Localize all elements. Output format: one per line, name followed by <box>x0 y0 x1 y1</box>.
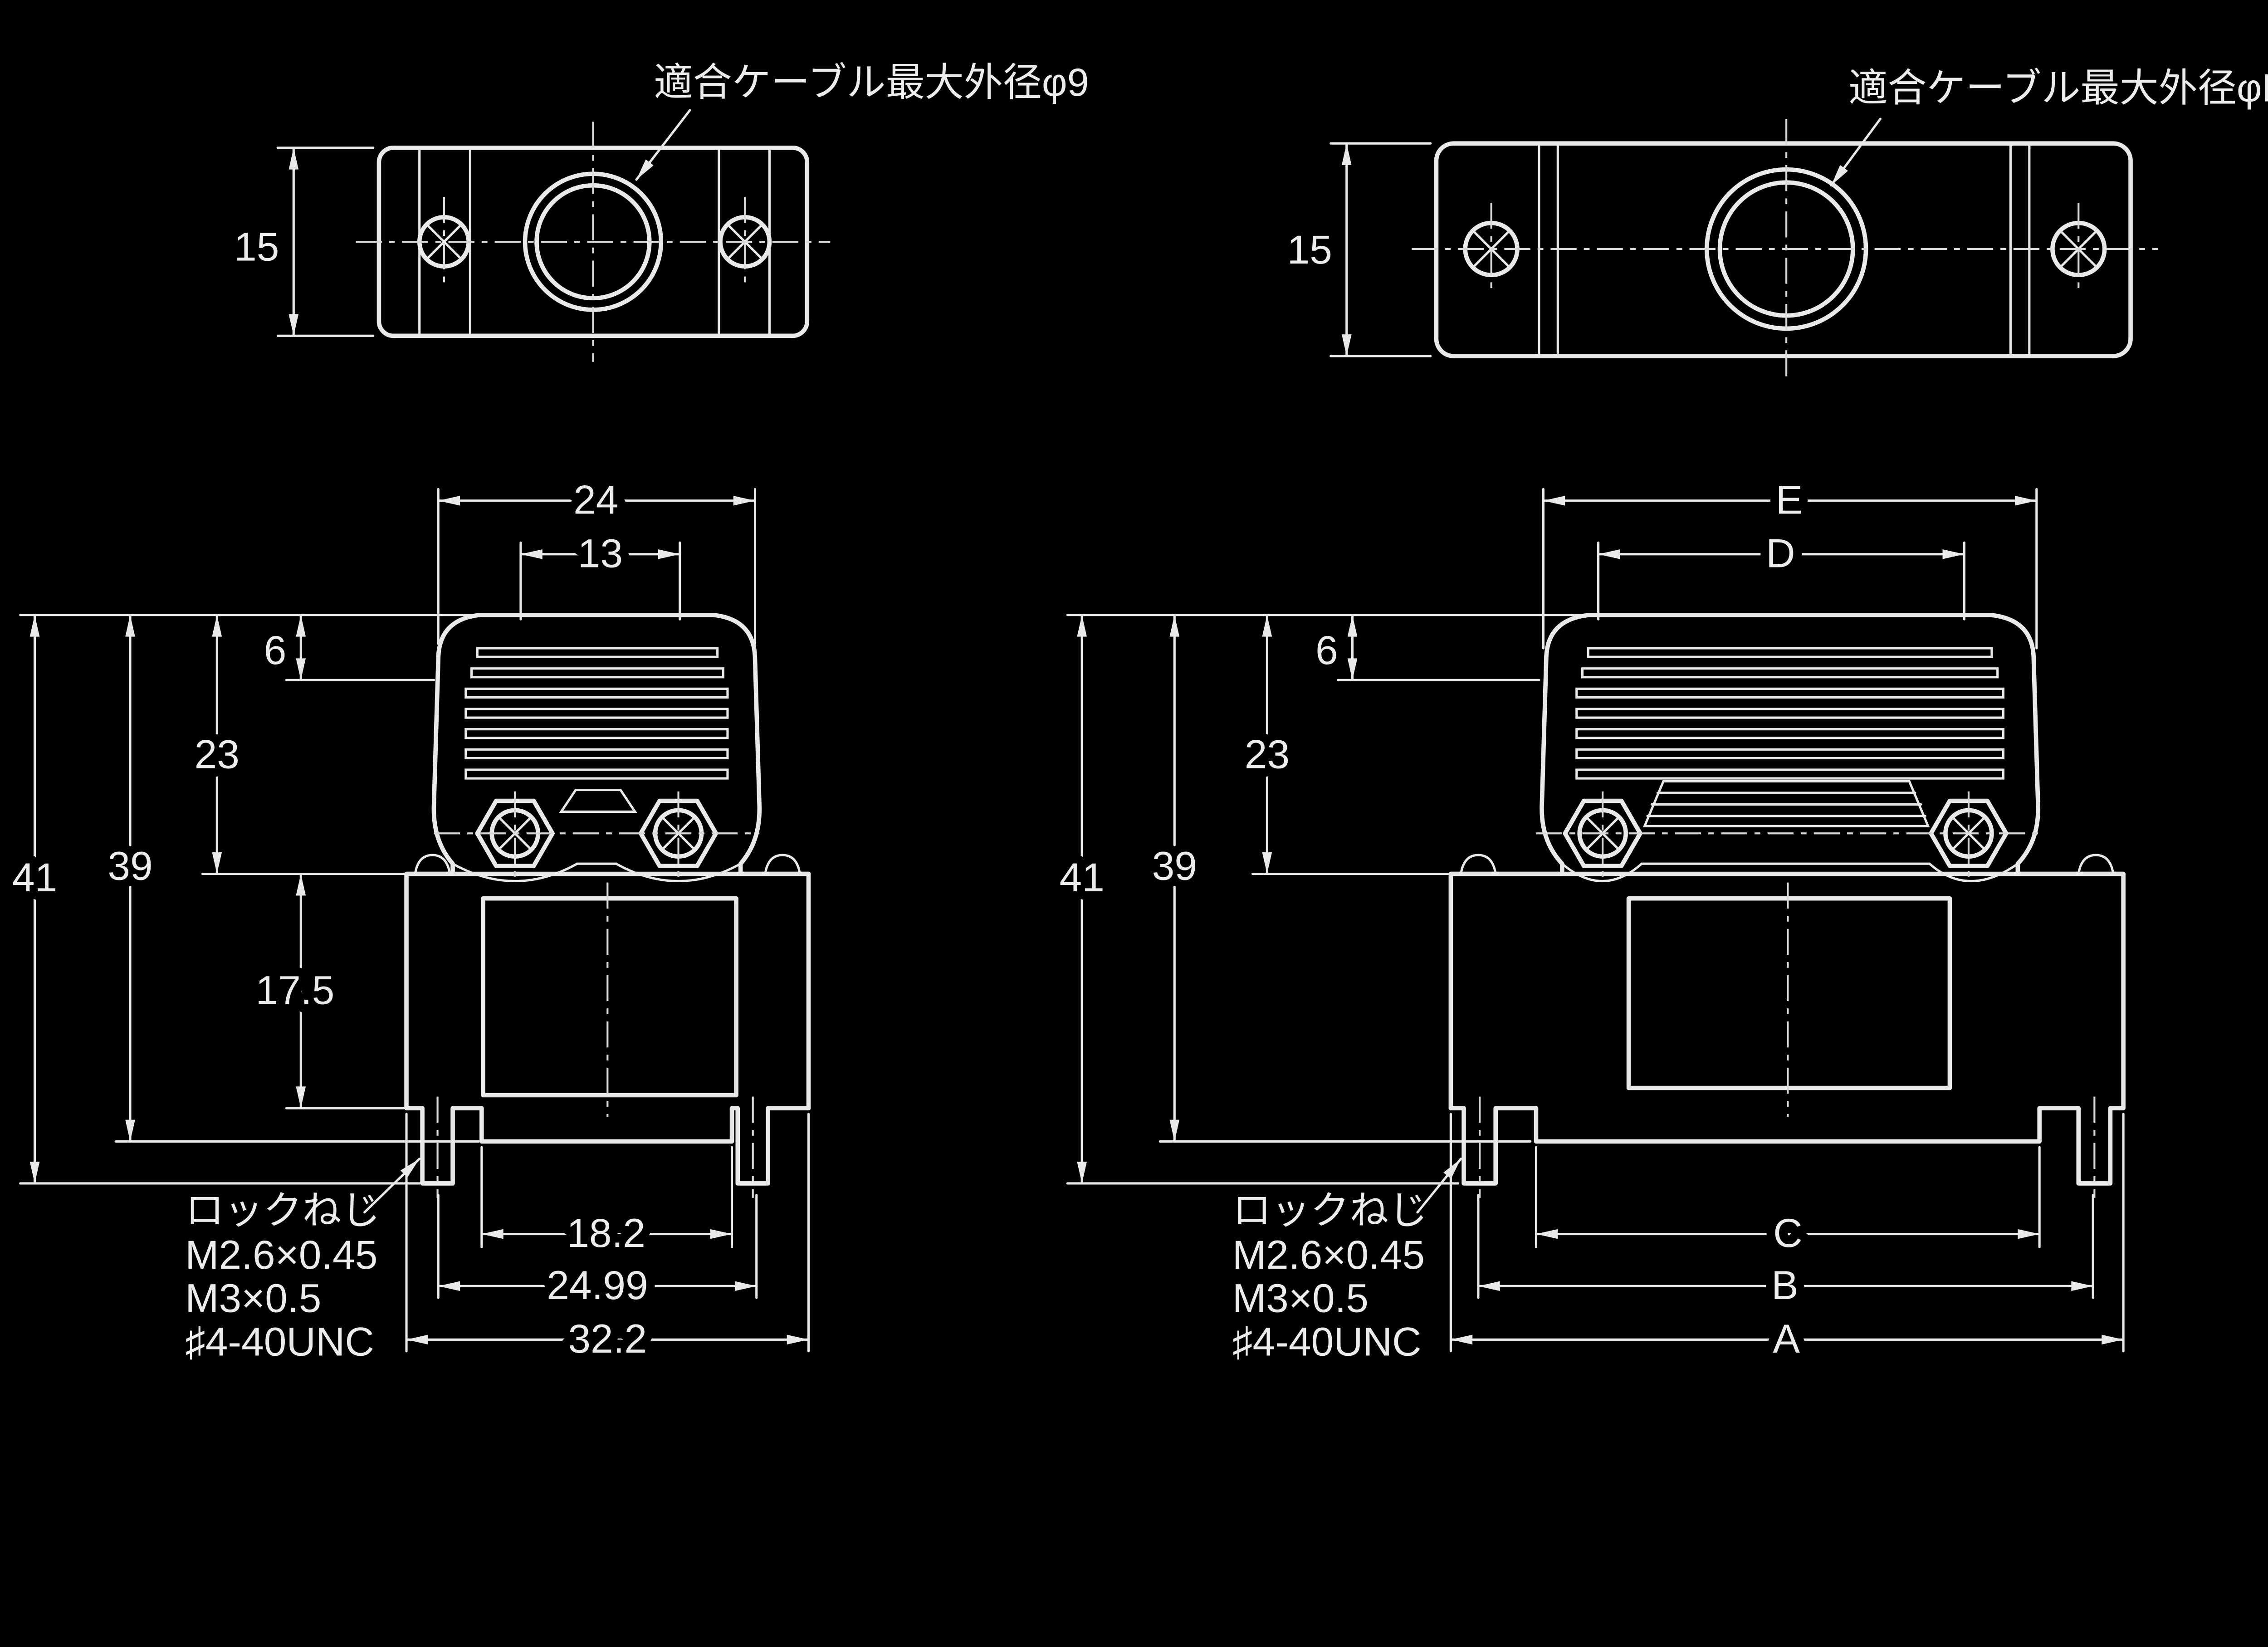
vent-slots <box>464 647 729 780</box>
dim-label-flange-width-left: 24.99 <box>547 1262 648 1308</box>
technical-drawing-canvas: 15 適合ケーブル最大外径φ9 <box>4 60 2268 1370</box>
dimension-lines-right <box>1077 495 2124 1345</box>
body-corner-bumps <box>414 854 801 875</box>
dim-label-overall-height-left: 41 <box>12 855 57 900</box>
hood-center-detail <box>559 789 637 813</box>
body-outline <box>1448 871 2126 1186</box>
right-top-view-dim-15: 15 <box>1287 142 1432 357</box>
hood-scallops <box>451 862 742 883</box>
lock-screw-title-right: ロックねじ <box>1232 1189 1427 1232</box>
hood-outline <box>1540 612 2040 876</box>
left-front-dimensions: 24 13 6 23 41 39 17.5 18.2 24.99 32.2 <box>4 468 810 1370</box>
right-cable-note: 適合ケーブル最大外径φF <box>1830 67 2268 187</box>
dim-label-opening-width-right: C <box>1773 1210 1802 1256</box>
cable-note-label-right: 適合ケーブル最大外径φF <box>1848 67 2268 110</box>
right-front-centerlines <box>1479 791 2096 1198</box>
dim-label-body-height-left: 39 <box>108 843 152 888</box>
left-connector-drawing: 15 適合ケーブル最大外径φ9 <box>4 61 1089 1370</box>
right-top-view: 15 適合ケーブル最大外径φF <box>1287 67 2268 379</box>
dim-label-overall-width-right: A <box>1773 1316 1800 1361</box>
right-lock-screw-note: ロックねじ M2.6×0.45 M3×0.5 ♯4-40UNC <box>1232 1158 1462 1364</box>
extension-lines-right <box>1066 488 2125 1353</box>
left-cable-note: 適合ケーブル最大外径φ9 <box>635 61 1089 181</box>
body-outline <box>404 871 811 1186</box>
lock-screw-spec2-right: M3×0.5 <box>1232 1276 1369 1321</box>
dim-label-top-inner-width-right: D <box>1766 531 1795 576</box>
dim-label-lower-height-left: 17.5 <box>256 968 335 1013</box>
hood-scallops <box>1561 862 2019 883</box>
dim-label-opening-width-left: 18.2 <box>567 1210 645 1256</box>
dim-label-top-width-left: 24 <box>573 477 618 523</box>
body-corner-bumps <box>1460 854 2115 875</box>
left-top-view-dim-15: 15 <box>234 147 375 337</box>
dim-label-cap-height-right: 6 <box>1315 627 1338 673</box>
connector-dimension-drawing-page: 15 適合ケーブル最大外径φ9 <box>4 60 2268 1370</box>
lock-screw-spec3-right: ♯4-40UNC <box>1232 1319 1422 1364</box>
hood-outline <box>431 612 762 876</box>
hood-center-detail <box>1642 780 1930 827</box>
right-connector-drawing: 15 適合ケーブル最大外径φF <box>1051 67 2268 1370</box>
left-front-centerlines <box>434 791 760 1198</box>
lock-screw-spec2-left: M3×0.5 <box>185 1276 321 1321</box>
dim-label-flange-width-right: B <box>1771 1262 1799 1308</box>
lock-screw-spec1-right: M2.6×0.45 <box>1232 1232 1425 1277</box>
dim-label-hood-height-right: 23 <box>1245 732 1290 777</box>
connector-opening <box>481 896 738 1098</box>
dim-label-15-left: 15 <box>234 224 279 269</box>
dim-label-body-height-right: 39 <box>1152 843 1197 888</box>
left-top-view-centerlines <box>356 122 831 362</box>
dim-label-overall-width-left: 32.2 <box>568 1316 647 1361</box>
dim-label-overall-height-right: 41 <box>1060 855 1105 900</box>
dimension-lines-left <box>29 495 809 1345</box>
dim-label-hood-height-left: 23 <box>195 732 240 777</box>
vent-slots <box>1575 647 2005 780</box>
dim-label-top-width-right: E <box>1776 477 1803 523</box>
right-front-view <box>1448 612 2126 1198</box>
lock-screw-spec1-left: M2.6×0.45 <box>185 1232 377 1277</box>
left-top-view: 15 適合ケーブル最大外径φ9 <box>234 61 1089 362</box>
extension-lines-left <box>19 488 810 1353</box>
lock-screw-title-left: ロックねじ <box>185 1189 380 1232</box>
connector-opening <box>1626 896 1952 1090</box>
dim-label-cap-height-left: 6 <box>264 627 287 673</box>
cable-note-label-left: 適合ケーブル最大外径φ9 <box>654 61 1089 104</box>
lock-screw-leader-right <box>1416 1158 1462 1214</box>
cable-note-leader-left <box>635 109 691 181</box>
right-front-dimensions: E D 6 23 41 39 C B A <box>1051 468 2125 1370</box>
right-top-view-centerlines <box>1412 118 2158 379</box>
cable-note-leader-right <box>1830 117 1882 187</box>
left-front-view <box>404 612 811 1198</box>
lock-screw-spec3-left: ♯4-40UNC <box>185 1319 374 1364</box>
dim-label-15-right: 15 <box>1287 227 1332 272</box>
left-lock-screw-note: ロックねじ M2.6×0.45 M3×0.5 ♯4-40UNC <box>185 1158 421 1364</box>
lock-screw-leader-left <box>363 1158 421 1214</box>
dim-label-top-inner-width-left: 13 <box>578 531 623 576</box>
